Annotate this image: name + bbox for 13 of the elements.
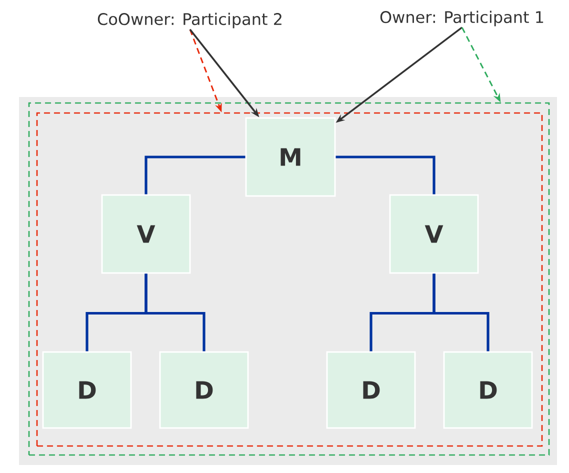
tree-box: V [101,194,191,274]
connector-line [336,156,436,194]
connector-line [144,156,246,194]
tree-box: M [245,117,336,197]
participant-label: Owner: Participant 1 [380,10,544,26]
connector-line [432,274,490,352]
tree-box: D [159,351,249,429]
tree-box: D [42,351,132,429]
participant-label: CoOwner: Participant 2 [98,12,282,28]
tree-box: D [326,351,416,429]
tree-box: D [443,351,533,429]
connector-line [144,274,206,352]
tree-box: V [389,194,479,274]
